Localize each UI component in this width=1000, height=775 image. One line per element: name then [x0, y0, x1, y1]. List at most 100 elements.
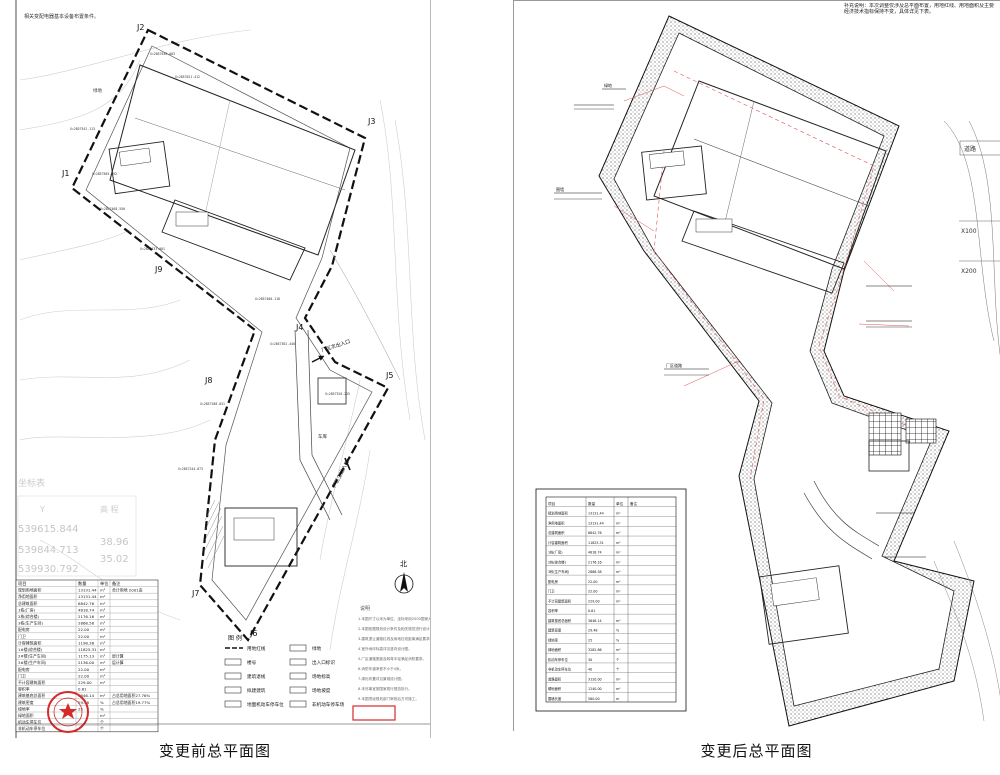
- tech-cell: m²: [100, 693, 106, 698]
- after-header-note: 补充说明：本次调整仅涉及总平面布置，用地红线、用地面积及主要经济技术指标保持不变…: [844, 3, 994, 15]
- after-cell: 配电房: [548, 579, 559, 584]
- after-cell: 22.00: [588, 590, 597, 594]
- tech-cell: m²: [100, 673, 106, 678]
- tech-cell: 229.00: [78, 680, 92, 685]
- after-header-0: 项目: [548, 501, 555, 506]
- after-cell: 3282.86: [588, 648, 602, 652]
- tech-cell: 绿地率: [18, 706, 30, 711]
- after-cell: 净用地面积: [548, 520, 565, 525]
- tech-cell: m²: [100, 634, 106, 639]
- tech-cell: 净用地面积: [18, 594, 38, 599]
- after-cell: m²: [616, 560, 621, 564]
- svg-text:X=2857244.873: X=2857244.873: [178, 467, 203, 471]
- building-guard: [317, 377, 347, 405]
- north-arrow: 北: [394, 560, 414, 594]
- tech-cell: m²: [100, 594, 106, 599]
- tech-cell: 建筑密度: [18, 700, 34, 705]
- contour-lines: [19, 29, 426, 661]
- after-cell: m²: [616, 541, 621, 545]
- tech-cell: 2栋(综合楼): [18, 614, 40, 619]
- red-setback-line: [673, 70, 920, 432]
- tech-cell: m²: [100, 607, 106, 612]
- red-stamp: [47, 691, 89, 733]
- red-signature-box: [352, 705, 396, 721]
- tech-cell: 层计算: [112, 660, 124, 665]
- tech-cell: 0.61: [78, 687, 87, 692]
- after-cell: m²: [616, 648, 621, 652]
- after-cell: m²: [616, 531, 621, 535]
- building-office: [108, 140, 171, 195]
- after-cell: 1栋(厂房): [548, 550, 563, 555]
- tech-cell: 配电房: [18, 667, 30, 672]
- building-office-after: [641, 145, 707, 201]
- point-label-J6: J6: [249, 629, 257, 638]
- after-cell: 229.00: [588, 599, 600, 603]
- point-label-J5: J5: [385, 371, 393, 380]
- tech-cell: 2136.00: [78, 660, 95, 665]
- note-line: 5.厂区道路宽度及转弯半径满足消防要求。: [358, 656, 426, 661]
- after-cell: %: [616, 638, 619, 642]
- tech-cell: 1175.13: [78, 654, 95, 659]
- coord-table: 坐标表 Y 高 程 539615.844 38.96 539844.713 35…: [17, 477, 137, 577]
- tech-cell: 4818.74: [78, 607, 95, 612]
- after-site-plan: 补充说明：本次调整仅涉及总平面布置，用地红线、用地面积及主要经济技术指标保持不变…: [513, 0, 1000, 731]
- point-label-J9: J9: [154, 265, 162, 274]
- svg-text:X=2857621.412: X=2857621.412: [175, 75, 200, 79]
- tech-cell: 22.00: [78, 673, 90, 678]
- after-cell: 30: [588, 658, 592, 662]
- after-cell: m²: [616, 599, 621, 603]
- tech-cell: 29.48: [78, 700, 90, 705]
- building-power: [224, 507, 298, 567]
- svg-text:X=2857468.550: X=2857468.550: [100, 207, 125, 211]
- note-line: 2.本图依据规划设计条件及相关规范进行设计。: [358, 626, 430, 631]
- tech-cell: m²: [100, 601, 106, 606]
- coord-header-y: Y: [39, 505, 45, 514]
- svg-text:X=2857505.092: X=2857505.092: [92, 172, 117, 176]
- callout-wall: 围墙: [556, 186, 564, 192]
- tech-cell: 总建筑面积: [18, 601, 38, 606]
- legend-item: 场地标高: [312, 673, 331, 680]
- tech-cell: m²: [100, 667, 106, 672]
- building-factory: [109, 64, 356, 256]
- building-workshop: [161, 199, 306, 281]
- after-header-2: 单位: [616, 501, 624, 506]
- tech-cell: 1198.38: [78, 640, 95, 645]
- tech-cell: 6842.76: [78, 601, 95, 606]
- legend-item: 地面机动车停车位: [247, 701, 284, 708]
- point-label-J8: J8: [204, 376, 212, 385]
- after-cell: 非机动车停车位: [548, 667, 572, 672]
- legend-item: 出入口标识: [312, 659, 335, 666]
- tech-cell: 层计算: [112, 654, 124, 659]
- tech-cell: 13131.44: [78, 588, 97, 593]
- after-cell: 容积率: [548, 608, 559, 613]
- tech-cell: m²: [100, 680, 106, 685]
- note-line: 6.消防车道净宽不小于4米。: [358, 666, 403, 671]
- building-workshop-after: [681, 210, 845, 294]
- tech-cell: 1栋(厂房): [18, 607, 36, 612]
- after-cell: 11825.31: [588, 541, 604, 545]
- tech-cell: 门卫: [18, 673, 26, 678]
- tech-cell: 计容建筑面积: [18, 640, 41, 645]
- after-cell: 机动车停车位: [548, 657, 568, 662]
- coord-annotations: X=2857638.003 X=2857621.412 X=2857542.11…: [70, 52, 350, 471]
- after-cell: 1240.00: [588, 687, 602, 691]
- tech-header-2: 单位: [100, 580, 108, 587]
- note-line: 7.绿化布置详见景观设计图。: [358, 676, 405, 681]
- legend-item: 拟建建筑: [247, 687, 266, 694]
- tech-cell: m²: [100, 640, 106, 645]
- callout-greenland: 绿地: [604, 82, 612, 88]
- caption-after: 变更后总平面图: [700, 742, 813, 760]
- tech-cell: 配电房: [18, 627, 30, 632]
- road-label: 道路: [964, 145, 976, 153]
- after-cell: 建筑基底总面积: [548, 618, 572, 623]
- before-header-note: 相关变配电器基本设备布置条件。: [24, 13, 99, 20]
- callout-road: 厂区道路: [666, 362, 682, 368]
- after-cell: 29.48: [588, 629, 597, 633]
- legend-item: 场地坡度: [312, 687, 331, 694]
- tech-cell: 不计容建筑面积: [18, 680, 45, 685]
- label-garage: 车库: [318, 433, 327, 440]
- tech-header-3: 备注: [112, 580, 121, 587]
- tech-cell: 2176.16: [78, 614, 95, 619]
- coord-header-elev: 高 程: [100, 504, 119, 514]
- after-cell: 计容建筑面积: [548, 540, 568, 545]
